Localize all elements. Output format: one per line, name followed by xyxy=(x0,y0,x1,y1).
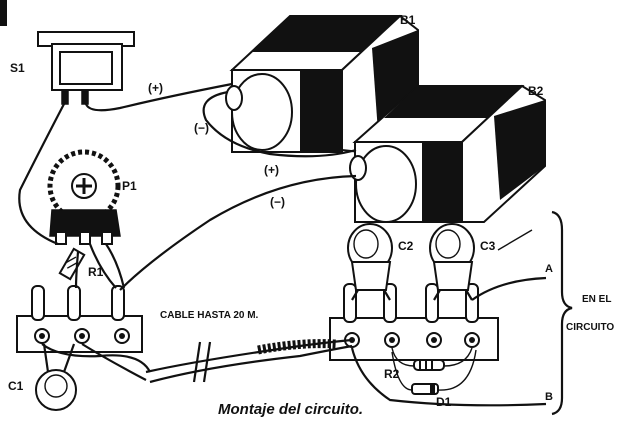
diode-d1 xyxy=(411,383,439,395)
label-en-el: EN EL xyxy=(582,294,611,305)
label-minus-b1: (−) xyxy=(194,121,209,135)
label-s1: S1 xyxy=(10,61,25,75)
corner-mark xyxy=(0,0,7,26)
capacitor-c2 xyxy=(347,223,393,301)
label-a: A xyxy=(545,263,553,275)
label-r2: R2 xyxy=(384,367,400,381)
terminal-strip-left xyxy=(16,285,143,353)
label-r1: R1 xyxy=(88,265,104,279)
resistor-r2 xyxy=(413,359,445,371)
figure-caption: Montaje del circuito. xyxy=(218,401,363,418)
label-d1: D1 xyxy=(436,395,452,409)
battery-b2 xyxy=(349,84,546,223)
label-c3: C3 xyxy=(480,239,496,253)
capacitor-c3 xyxy=(429,223,475,301)
label-b1: B1 xyxy=(400,13,416,27)
terminal-strip-right xyxy=(329,283,499,361)
wiring xyxy=(18,82,573,416)
resistor-r1 xyxy=(58,247,86,281)
potentiometer-p1 xyxy=(47,149,121,245)
label-plus-b1: (+) xyxy=(148,81,163,95)
label-p1: P1 xyxy=(122,179,137,193)
label-circuito: CIRCUITO xyxy=(566,322,614,333)
label-cable: CABLE HASTA 20 M. xyxy=(160,310,259,321)
label-plus-b2: (+) xyxy=(264,163,279,177)
label-b2: B2 xyxy=(528,84,544,98)
label-minus-b2: (−) xyxy=(270,195,285,209)
capacitor-c1 xyxy=(35,343,77,411)
label-c2: C2 xyxy=(398,239,414,253)
label-b: B xyxy=(545,391,553,403)
switch-s1 xyxy=(37,31,135,105)
label-c1: C1 xyxy=(8,379,24,393)
